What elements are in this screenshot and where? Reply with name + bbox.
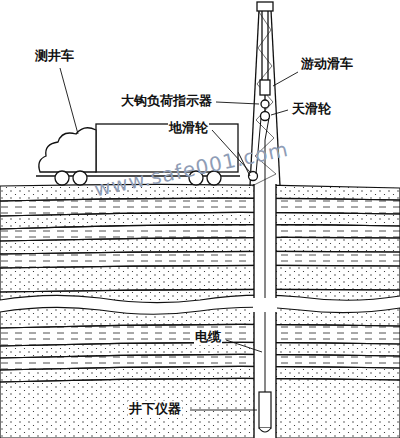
downhole-tool [259,392,271,432]
part-label: 地滑轮 [168,120,209,136]
part-label: 电缆 [194,329,222,345]
part-label: 井下仪器 [128,401,182,417]
part-label: 大钩负荷指示器 [120,93,213,109]
part-label: 测井车 [34,48,75,64]
part-label: 天滑轮 [291,101,332,117]
part-label: 游动滑车 [300,56,354,72]
leader-lines [60,68,298,410]
strata [0,184,400,438]
